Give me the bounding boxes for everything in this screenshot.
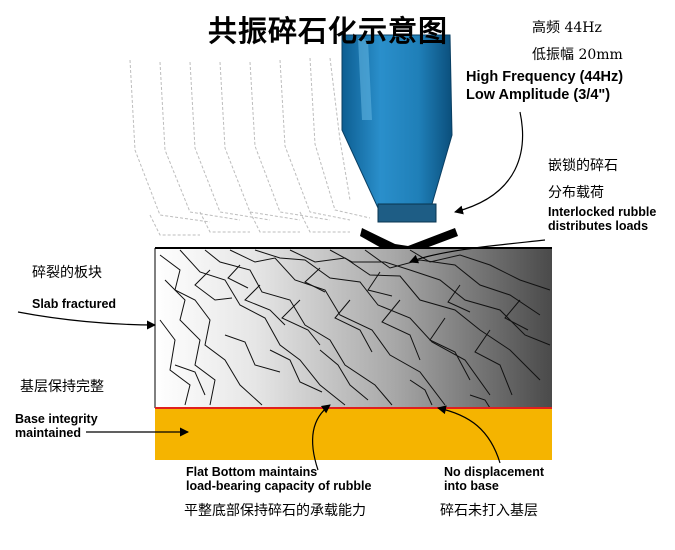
bottom-label-en-1: Flat Bottom maintains bbox=[186, 465, 318, 479]
slab-label-en: Slab fractured bbox=[32, 297, 117, 311]
rubble-label-cn-1: 嵌锁的碎石 bbox=[548, 158, 618, 174]
arrow-head-label bbox=[454, 111, 524, 215]
arrow-flat-bottom bbox=[312, 404, 331, 471]
base-label-en-2: maintained bbox=[15, 426, 81, 440]
slab-label-cn: 碎裂的板块 bbox=[32, 265, 102, 281]
motion-ghost-lines bbox=[129, 57, 371, 236]
leader-arrows bbox=[17, 111, 546, 471]
displacement-label-cn: 碎石未打入基层 bbox=[440, 503, 538, 519]
rubble-label-en-1: Interlocked rubble bbox=[548, 205, 657, 219]
rubble-label-cn-2: 分布载荷 bbox=[548, 185, 604, 201]
arrow-no-displacement bbox=[437, 405, 501, 464]
arrow-rubble-label bbox=[409, 239, 546, 264]
base-label-en-1: Base integrity bbox=[15, 412, 98, 426]
amplitude-label-cn: 低振幅 20mm bbox=[532, 47, 623, 63]
frequency-label-cn: 高频 44Hz bbox=[532, 20, 602, 36]
head-label-en-2: Low Amplitude (3/4") bbox=[466, 87, 611, 103]
bottom-label-en-2: load-bearing capacity of rubble bbox=[186, 479, 372, 493]
base-label-cn: 基层保持完整 bbox=[20, 379, 104, 395]
rubble-label-en-2: distributes loads bbox=[548, 219, 649, 233]
displacement-label-en-1: No displacement bbox=[444, 465, 545, 479]
arrow-slab-label bbox=[17, 311, 156, 330]
head-label-en-1: High Frequency (44Hz) bbox=[466, 69, 624, 85]
slab-fracture-lines bbox=[159, 249, 551, 409]
page-title: 共振碎石化示意图 bbox=[208, 14, 449, 48]
bottom-label-cn: 平整底部保持碎石的承载能力 bbox=[184, 503, 366, 519]
displacement-label-en-2: into base bbox=[444, 479, 499, 493]
resonant-breaker-head bbox=[341, 34, 458, 254]
base-layer bbox=[155, 407, 552, 460]
concrete-slab bbox=[154, 247, 552, 408]
